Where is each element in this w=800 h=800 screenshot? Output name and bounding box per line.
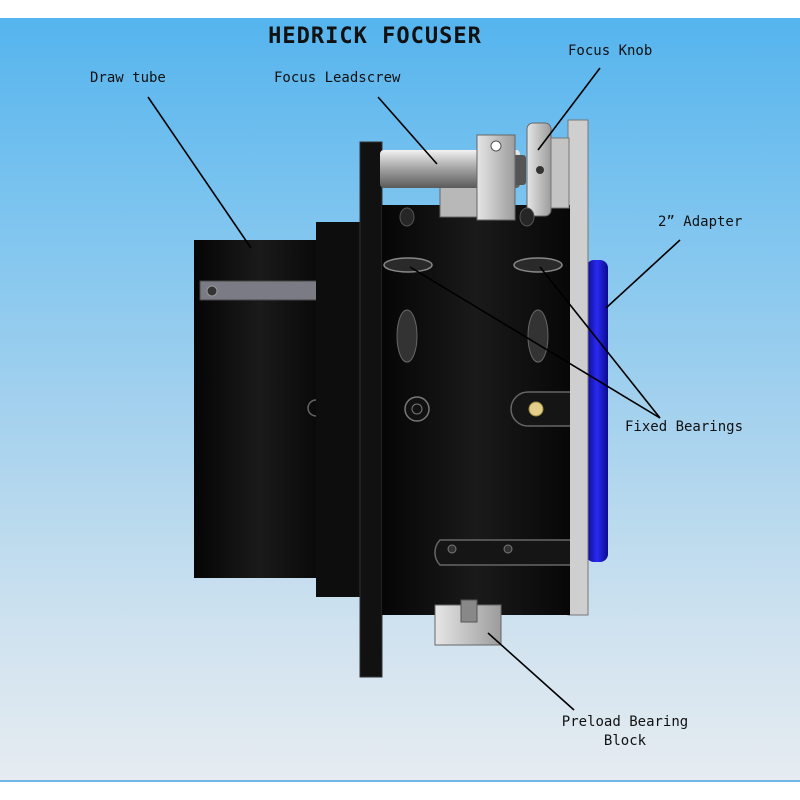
leader-draw-tube	[147, 96, 252, 249]
leader-preload	[487, 632, 575, 711]
brass-pin	[528, 401, 544, 417]
fixed-bearing-left	[383, 257, 433, 273]
label-adapter: 2” Adapter	[658, 214, 743, 230]
top-hole-2	[519, 207, 535, 227]
leader-focus-knob	[537, 67, 601, 151]
label-focus-leadscrew: Focus Leadscrew	[274, 70, 401, 86]
label-draw-tube: Draw tube	[90, 70, 166, 86]
diagram-title: HEDRICK FOCUSER	[268, 24, 482, 49]
label-fixed-bearings: Fixed Bearings	[625, 419, 744, 435]
lower-slot-hole-1	[447, 544, 457, 554]
draw-tube-slot	[199, 280, 319, 301]
leader-fixed-bearing-2	[539, 266, 661, 419]
center-hole-inner	[411, 403, 423, 415]
adapter-plate	[567, 119, 589, 616]
leader-adapter	[605, 239, 681, 309]
knob-collar	[550, 137, 570, 209]
leader-focus-leadscrew	[377, 96, 438, 165]
knob-center	[536, 166, 544, 174]
bottom-divider	[0, 780, 800, 782]
label-preload-line1: Preload Bearing	[561, 714, 689, 730]
fixed-bearing-right	[513, 257, 563, 273]
bracket-hole	[490, 140, 502, 152]
lower-slot	[434, 539, 570, 566]
adapter-ring	[586, 260, 608, 562]
leader-fixed-bearing-1	[409, 266, 661, 419]
label-focus-knob: Focus Knob	[568, 43, 653, 59]
lower-slot-hole-2	[503, 544, 513, 554]
label-preload-line2: Block	[603, 733, 647, 749]
main-flange	[359, 141, 383, 678]
slot-oval-left	[396, 309, 418, 363]
slot-oval-right	[527, 309, 549, 363]
top-hole	[399, 207, 415, 227]
slot-screw	[206, 285, 218, 297]
preload-bearing-post	[460, 599, 478, 623]
drawtube-notch	[307, 399, 317, 417]
